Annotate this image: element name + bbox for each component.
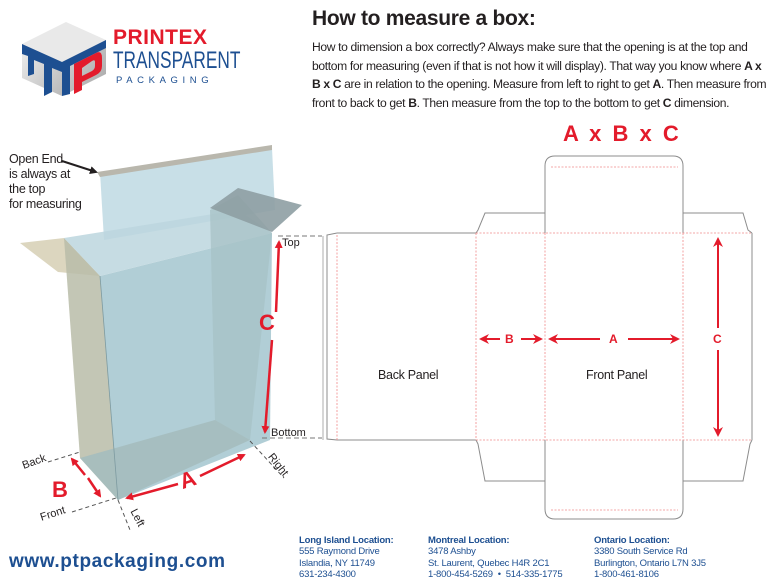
brand-logo: PRINTEX TRANSPARENT PACKAGING <box>18 18 240 98</box>
location-address-line1: 3478 Ashby <box>428 546 476 558</box>
label-c: C <box>259 310 275 335</box>
intro-text: . Then measure from front to back to get <box>312 77 767 110</box>
c-arrow-up-icon <box>274 240 283 313</box>
page-title: How to measure a box: <box>312 7 536 30</box>
a-arrow-icon <box>125 482 179 501</box>
location-address-line1: 3380 South Service Rd <box>594 546 688 558</box>
brand-word-transparent: TRANSPARENT <box>113 47 241 74</box>
label-bottom: Bottom <box>271 427 306 439</box>
brand-word-packaging: PACKAGING <box>116 75 214 86</box>
note-line: for measuring <box>9 197 82 211</box>
location-ontario: Ontario Location: 3380 South Service Rd … <box>594 535 706 581</box>
intro-text: dimension. <box>671 95 730 110</box>
intro-c: C <box>662 95 672 110</box>
cube-logo-icon <box>22 22 106 96</box>
location-address-line2: Burlington, Ontario L7N 3J5 <box>594 557 706 569</box>
box-dieline <box>326 155 753 520</box>
location-name: Ontario Location: <box>594 535 670 546</box>
back-panel-label: Back Panel <box>378 368 439 382</box>
open-end-note: Open End is always at the top for measur… <box>9 152 109 212</box>
location-address-line1: 555 Raymond Drive <box>299 546 380 558</box>
intro-text: . Then measure from the top to the botto… <box>416 95 663 110</box>
note-line: is always at <box>9 167 71 181</box>
front-panel-label: Front Panel <box>586 368 648 382</box>
dieline-label-a: A <box>609 332 618 346</box>
location-name: Montreal Location: <box>428 535 510 546</box>
c-arrow-down-icon <box>261 339 274 434</box>
intro-b: B <box>408 95 417 110</box>
b-arrow-icon <box>70 457 86 476</box>
dieline-label-c: C <box>713 332 722 346</box>
dieline-label-b: B <box>505 332 514 346</box>
box-3d-illustration <box>20 145 324 530</box>
intro-text: How to dimension a box correctly? Always… <box>312 40 748 73</box>
b-arrow-icon <box>86 477 102 498</box>
open-end-arrow-icon <box>61 160 98 174</box>
website-link[interactable]: www.ptpackaging.com <box>9 551 226 572</box>
brand-word-printex: PRINTEX <box>113 26 208 49</box>
dieline-formula: A x B x C <box>563 121 680 146</box>
location-address-line2: Islandia, NY 11749 <box>299 557 375 569</box>
location-phone: 631-234-4300 <box>299 569 356 581</box>
intro-a: A <box>652 77 662 92</box>
intro-paragraph: How to dimension a box correctly? Always… <box>312 38 768 112</box>
location-phone: 1-800-454-5269 • 514-335-1775 <box>428 569 563 581</box>
a-arrow-icon <box>199 453 246 478</box>
location-address-line2: St. Laurent, Quebec H4R 2C1 <box>428 557 550 569</box>
note-line: Open End <box>9 152 63 166</box>
location-montreal: Montreal Location: 3478 Ashby St. Lauren… <box>428 535 563 581</box>
note-line: the top <box>9 182 46 196</box>
location-name: Long Island Location: <box>299 535 394 546</box>
location-phone: 1-800-461-8106 <box>594 569 659 581</box>
label-b: B <box>52 477 68 502</box>
location-long-island: Long Island Location: 555 Raymond Drive … <box>299 535 394 581</box>
intro-abc: A x B x C <box>312 58 762 92</box>
label-top: Top <box>282 237 300 249</box>
intro-text: are in relation to the opening. Measure … <box>341 77 653 92</box>
